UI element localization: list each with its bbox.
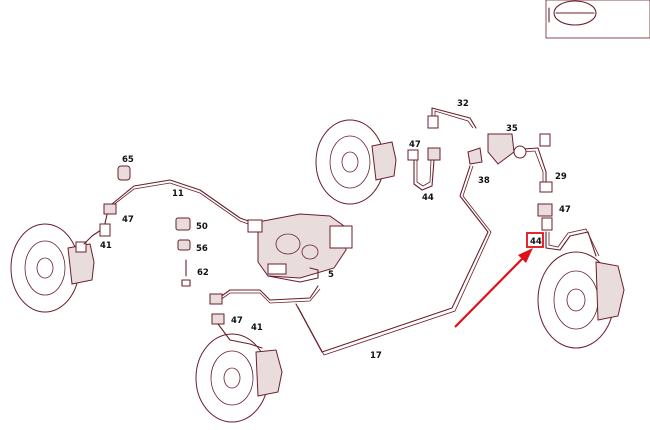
callout-62: 62 [197,268,209,278]
callout-35: 35 [506,124,518,134]
brake-disc-right [537,251,625,349]
highlight-box [526,232,544,248]
part-56-clip [177,239,191,251]
callout-41-bottom-left: 41 [251,323,263,333]
callout-17: 17 [370,351,382,361]
callout-47-bottom-left: 47 [231,316,243,326]
callout-32: 32 [457,99,469,109]
callout-5: 5 [328,270,334,280]
highlight-arrow [454,256,525,328]
corner-pictogram [545,0,650,39]
callout-47-top: 47 [409,140,421,150]
bracket-47-right [537,203,553,217]
callout-50: 50 [196,222,208,232]
master-cylinder [257,213,353,279]
brake-lines [83,107,600,356]
fittings [99,115,553,325]
part-38-bolt [467,147,483,165]
bracket-47-left [103,203,117,215]
callout-labels: 65 11 47 41 50 56 62 5 47 41 17 32 47 44… [100,99,571,361]
part-65-grommet [117,165,131,181]
callout-56: 56 [196,244,208,254]
brake-disc-rear-left [315,119,397,205]
highlight-annotation [454,232,544,328]
brake-disc-front-left [10,223,95,313]
callout-29: 29 [555,172,567,182]
arrow-head [518,248,533,263]
callout-47-left: 47 [122,215,134,225]
brake-disc-bottom-left [195,333,283,423]
callout-44-top: 44 [422,193,434,203]
part-62-screw [181,259,191,287]
callout-47-right: 47 [559,205,571,215]
bracket-47-top [427,147,441,161]
callout-41-left: 41 [100,241,112,251]
bracket-47-bottom [211,313,225,325]
callout-44-right: 44 [530,237,542,247]
callout-38: 38 [478,176,490,186]
part-50-clip [175,217,191,231]
part-35-distributor [487,133,515,165]
callout-11: 11 [172,189,184,199]
callout-65: 65 [122,155,134,165]
